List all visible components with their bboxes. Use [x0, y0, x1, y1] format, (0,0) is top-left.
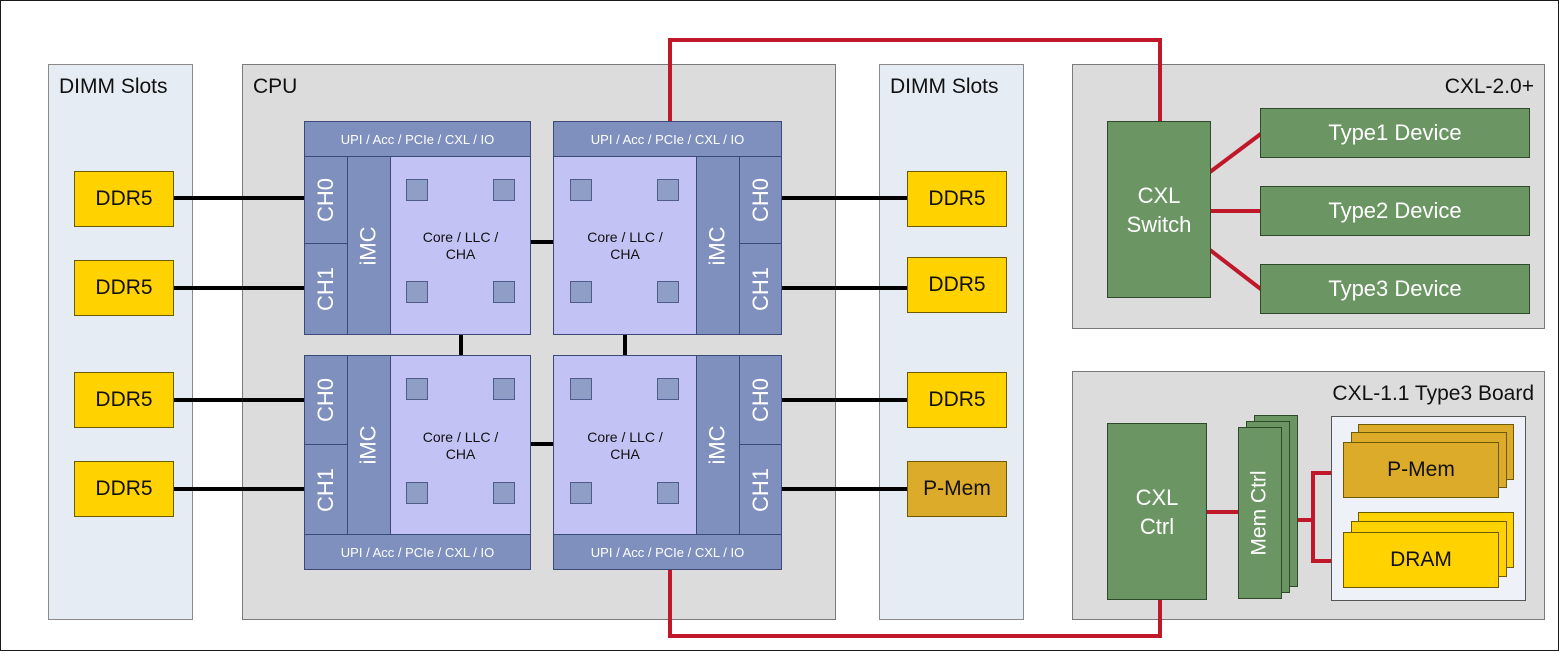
right-dimm-slots-panel: DIMM Slots [879, 64, 1024, 620]
right-dimm-slots-title: DIMM Slots [890, 75, 999, 98]
core-label: Core / LLC / CHA [422, 429, 499, 462]
channel-ch1: CH1 [304, 243, 348, 335]
core-label: Core / LLC / CHA [422, 229, 499, 262]
core-square [570, 179, 592, 201]
io-bar-top-left: UPI / Acc / PCIe / CXL / IO [304, 121, 531, 157]
left-dimm-slots-panel: DIMM Slots [48, 64, 193, 620]
type2-device: Type2 Device [1260, 186, 1530, 236]
channel-ch0: CH0 [739, 156, 782, 244]
core-llc-cha-block: Core / LLC / CHA [390, 156, 531, 335]
core-square [406, 482, 428, 504]
cpu-title: CPU [253, 75, 298, 98]
type3-device: Type3 Device [1260, 264, 1530, 314]
cxl20-title: CXL-2.0+ [1444, 75, 1534, 98]
core-square [570, 281, 592, 303]
pmem-module: P-Mem [1343, 442, 1499, 498]
channel-ch1: CH1 [739, 243, 782, 335]
switch-to-type3 [1208, 248, 1264, 292]
core-square [570, 482, 592, 504]
dram-module: DRAM [1343, 532, 1499, 588]
core-label: Core / LLC / CHA [587, 429, 663, 462]
channel-ch0: CH0 [304, 355, 348, 445]
io-bar-bottom-right: UPI / Acc / PCIe / CXL / IO [553, 534, 782, 570]
core-square [406, 179, 428, 201]
core-square [493, 482, 515, 504]
core-label: Core / LLC / CHA [587, 229, 663, 262]
ddr5-module: DDR5 [74, 171, 174, 227]
core-llc-cha-block: Core / LLC / CHA [390, 355, 531, 535]
io-bar-top-right: UPI / Acc / PCIe / CXL / IO [553, 121, 782, 157]
ddr5-module: DDR5 [74, 260, 174, 316]
ddr5-module: DDR5 [907, 372, 1007, 428]
core-square [493, 281, 515, 303]
type1-device: Type1 Device [1260, 108, 1530, 158]
cxl-switch: CXL Switch [1107, 121, 1211, 298]
core-square [657, 281, 679, 303]
core-square [657, 378, 679, 400]
core-square [493, 179, 515, 201]
cxl-link-bottom [668, 566, 1162, 638]
imc-block: iMC [696, 355, 740, 535]
core-square [406, 378, 428, 400]
channel-ch0: CH0 [304, 156, 348, 244]
imc-block: iMC [347, 355, 391, 535]
ddr5-module: DDR5 [907, 171, 1007, 227]
ddr5-module: DDR5 [907, 257, 1007, 313]
ddr5-module: DDR5 [74, 372, 174, 428]
imc-block: iMC [347, 156, 391, 335]
core-square [493, 378, 515, 400]
io-bar-bottom-left: UPI / Acc / PCIe / CXL / IO [304, 534, 531, 570]
imc-block: iMC [696, 156, 740, 335]
channel-ch1: CH1 [304, 444, 348, 535]
channel-ch1: CH1 [739, 444, 782, 535]
ddr5-module: DDR5 [74, 461, 174, 517]
cxl-ctrl: CXL Ctrl [1107, 423, 1207, 600]
core-llc-cha-block: Core / LLC / CHA [553, 156, 697, 335]
core-square [570, 378, 592, 400]
switch-to-type1 [1208, 131, 1264, 174]
core-square [406, 281, 428, 303]
mem-ctrl: Mem Ctrl [1238, 427, 1282, 599]
cxl11-title: CXL-1.1 Type3 Board [1332, 382, 1534, 405]
memctrl-to-dram [1296, 518, 1343, 563]
core-square [657, 179, 679, 201]
core-llc-cha-block: Core / LLC / CHA [553, 355, 697, 535]
left-dimm-slots-title: DIMM Slots [59, 75, 168, 98]
channel-ch0: CH0 [739, 355, 782, 445]
core-square [657, 482, 679, 504]
cxl-link-top [668, 38, 1162, 122]
pmem-module: P-Mem [907, 461, 1007, 517]
